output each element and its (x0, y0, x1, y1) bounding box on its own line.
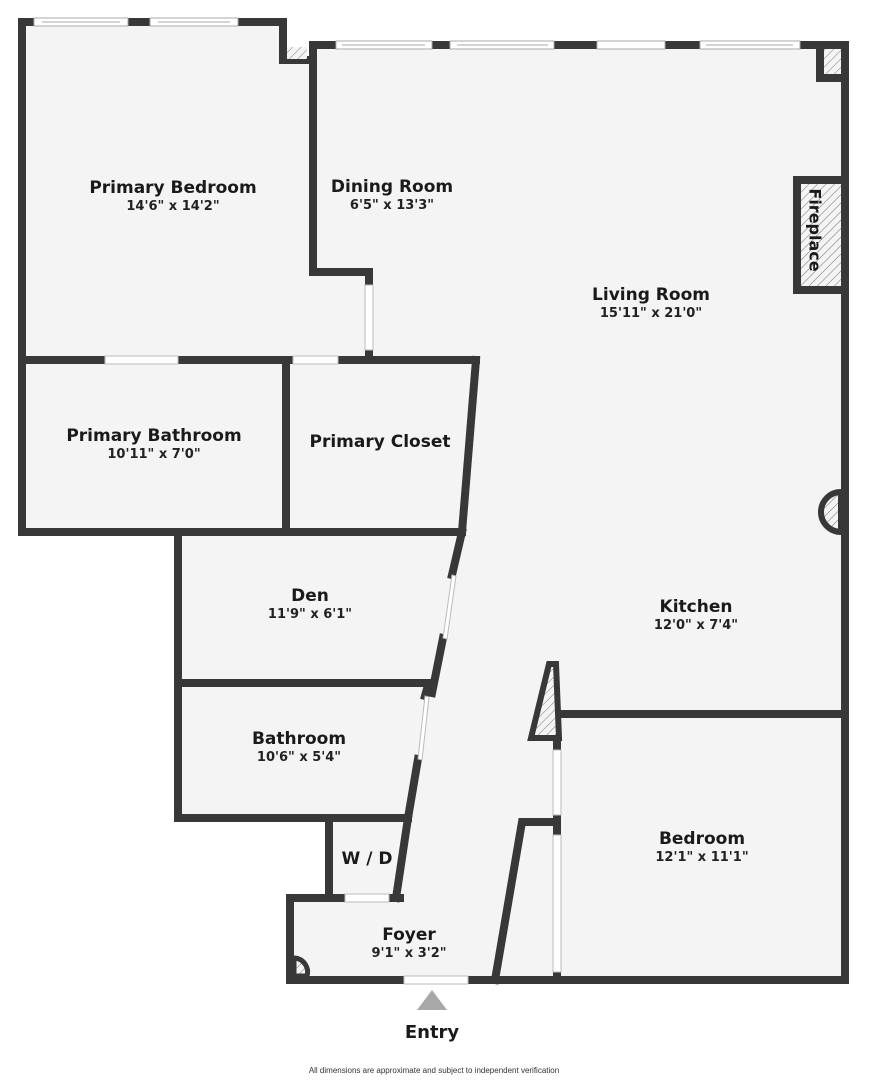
floor-fill (22, 22, 845, 980)
room-dining-room: Dining Room 6'5" x 13'3" (331, 177, 453, 215)
room-primary-bedroom: Primary Bedroom 14'6" x 14'2" (89, 178, 256, 216)
foyer-quarter-column (291, 955, 311, 979)
walls (18, 18, 849, 985)
room-dimensions: 12'1" x 11'1" (655, 850, 749, 865)
room-primary-closet: Primary Closet (310, 432, 451, 452)
room-name: Bathroom (251, 729, 347, 749)
room-dimensions: 15'11" x 21'0" (599, 306, 703, 321)
room-name: Foyer (382, 925, 436, 945)
room-name: Primary Bathroom (66, 426, 242, 446)
chase-top-left (287, 47, 307, 59)
kitchen-half-column (818, 488, 844, 536)
kitchen-column (527, 661, 563, 741)
room-name: Den (291, 586, 329, 606)
room-living-room: Living Room 15'11" x 21'0" (592, 285, 710, 323)
room-name: Bedroom (658, 829, 746, 849)
door-openings (104, 284, 562, 985)
room-name: Primary Closet (309, 432, 451, 452)
room-dimensions: 9'1" x 3'2" (371, 946, 447, 961)
fireplace-label: Fireplace (805, 188, 825, 272)
room-name: W / D (341, 849, 393, 869)
room-kitchen: Kitchen 12'0" x 7'4" (654, 597, 738, 635)
room-dimensions: 10'11" x 7'0" (107, 447, 201, 462)
room-name: Kitchen (659, 597, 733, 617)
disclaimer: All dimensions are approximate and subje… (308, 1066, 560, 1075)
room-dimensions: 11'9" x 6'1" (267, 607, 353, 622)
room-washer-dryer: W / D (342, 849, 393, 869)
room-dimensions: 14'6" x 14'2" (126, 199, 220, 214)
room-dimensions: 10'6" x 5'4" (256, 750, 342, 765)
room-name: Dining Room (330, 177, 454, 197)
room-primary-bathroom: Primary Bathroom 10'11" x 7'0" (66, 426, 241, 464)
windows (33, 17, 801, 50)
room-dimensions: 6'5" x 13'3" (349, 198, 435, 213)
entry-label: Entry (404, 1022, 460, 1043)
room-name: Primary Bedroom (89, 178, 257, 198)
chase-top-right (824, 49, 841, 74)
room-bathroom: Bathroom 10'6" x 5'4" (252, 729, 346, 767)
room-dimensions: 12'0" x 7'4" (653, 618, 739, 633)
fireplace-hearth (801, 184, 841, 286)
room-den: Den 11'9" x 6'1" (268, 586, 352, 624)
room-foyer: Foyer 9'1" x 3'2" (371, 925, 446, 963)
entry-arrow-icon (417, 990, 447, 1010)
room-bedroom: Bedroom 12'1" x 11'1" (655, 829, 748, 867)
room-name: Living Room (592, 285, 710, 305)
